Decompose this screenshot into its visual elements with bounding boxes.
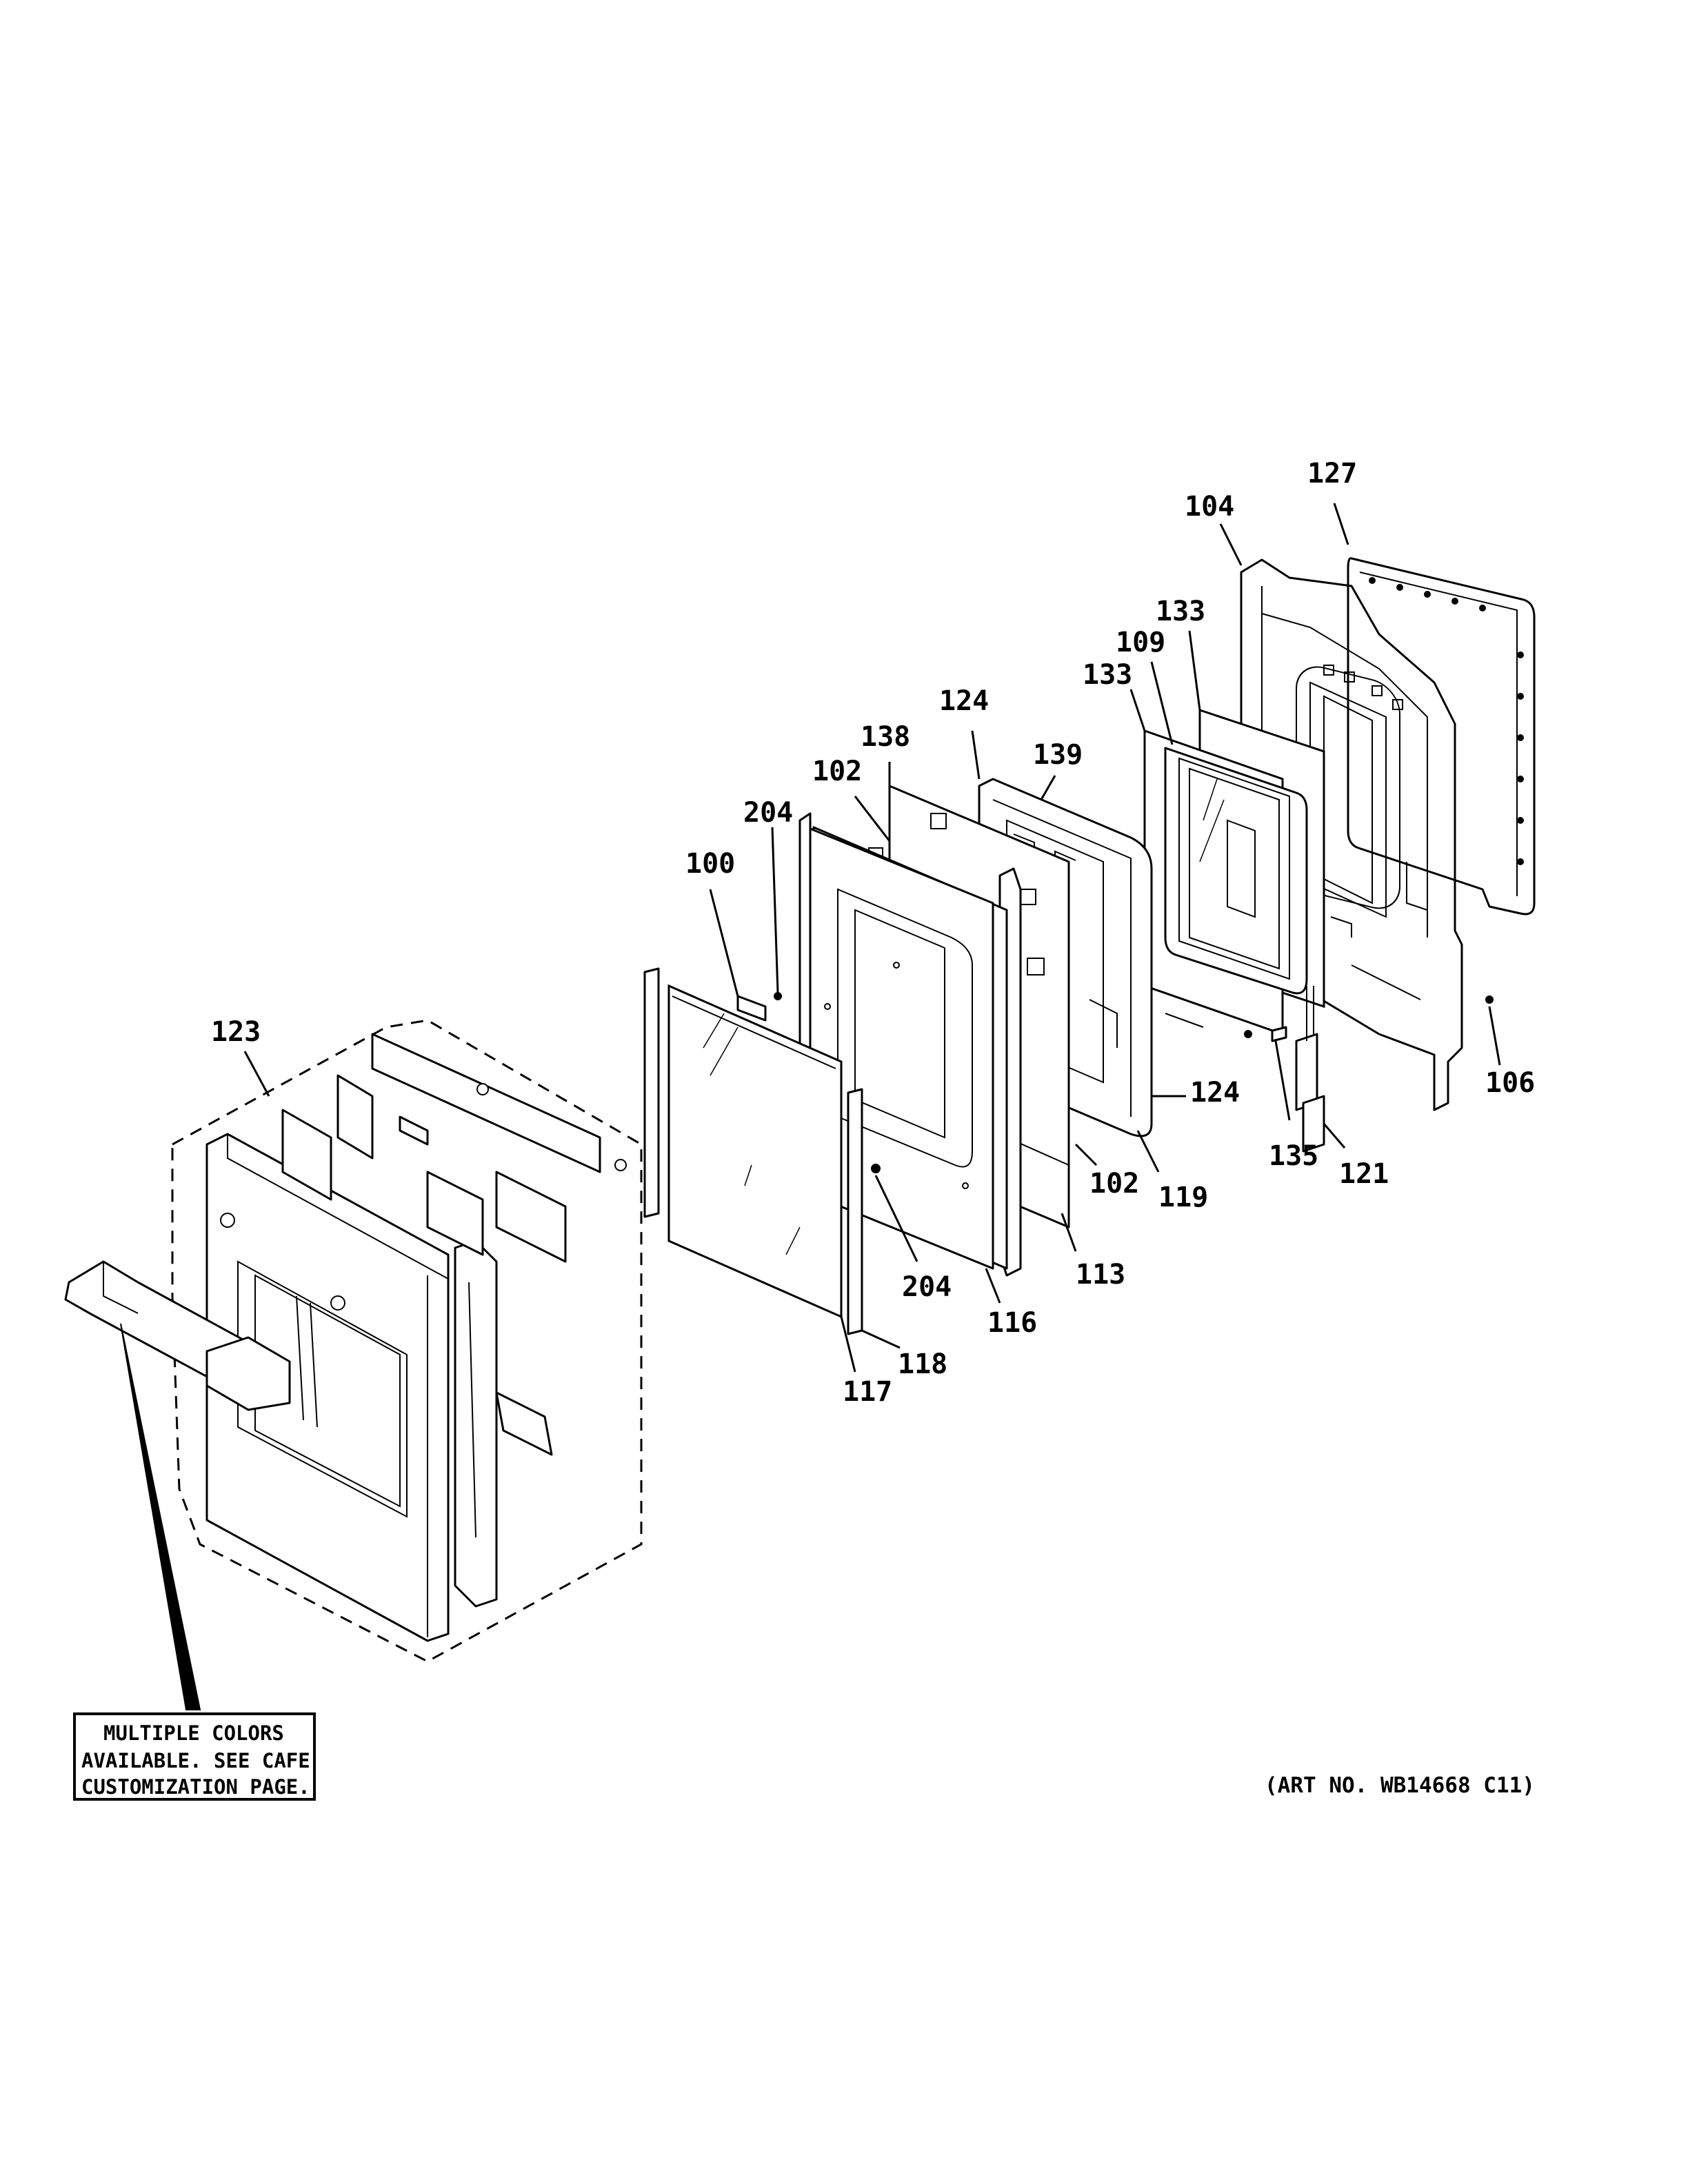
door-handle: [64, 1260, 291, 1710]
callout-113: 113: [1076, 1259, 1125, 1291]
callout-138: 138: [861, 721, 910, 753]
callout-204-lower: 204: [902, 1271, 952, 1303]
callout-119: 119: [1158, 1182, 1208, 1213]
note-line-2: AVAILABLE. SEE CAFE: [81, 1749, 310, 1772]
callout-109: 109: [1116, 627, 1165, 658]
callout-118: 118: [898, 1348, 947, 1380]
callout-106: 106: [1485, 1067, 1535, 1099]
color-note-box: MULTIPLE COLORS AVAILABLE. SEE CAFE CUST…: [73, 1712, 316, 1801]
callout-104: 104: [1185, 491, 1234, 523]
callout-102-lower: 102: [1089, 1168, 1139, 1200]
hinge-121: [1244, 986, 1494, 1153]
leader-lines: [243, 503, 1501, 1373]
door-gasket-127: [1347, 557, 1536, 916]
callout-100: 100: [685, 848, 735, 880]
callout-133-upper: 133: [1156, 596, 1205, 627]
callout-124-top: 124: [939, 685, 989, 717]
side-strips: [643, 967, 863, 1335]
callout-124-side: 124: [1190, 1077, 1240, 1109]
callout-135: 135: [1269, 1140, 1318, 1172]
callout-102-top: 102: [812, 756, 862, 787]
callout-117: 117: [843, 1376, 892, 1408]
callout-127: 127: [1307, 458, 1357, 489]
callout-204-top: 204: [743, 797, 793, 829]
callout-121: 121: [1339, 1158, 1389, 1190]
callout-116: 116: [987, 1307, 1037, 1339]
callout-139: 139: [1033, 739, 1083, 771]
note-line-1: MULTIPLE COLORS: [103, 1721, 284, 1745]
note-line-3: CUSTOMIZATION PAGE.: [81, 1775, 310, 1799]
clip-and-screws: [736, 992, 881, 1173]
callout-labels: 127 104 133 109 133 124 139 138 102 204 …: [211, 458, 1535, 1408]
inner-glass-assembly-109: [1143, 708, 1325, 1036]
callout-133-lower: 133: [1083, 659, 1132, 691]
art-number: (ART NO. WB14668 C11): [1265, 1773, 1535, 1798]
callout-123: 123: [211, 1016, 261, 1048]
